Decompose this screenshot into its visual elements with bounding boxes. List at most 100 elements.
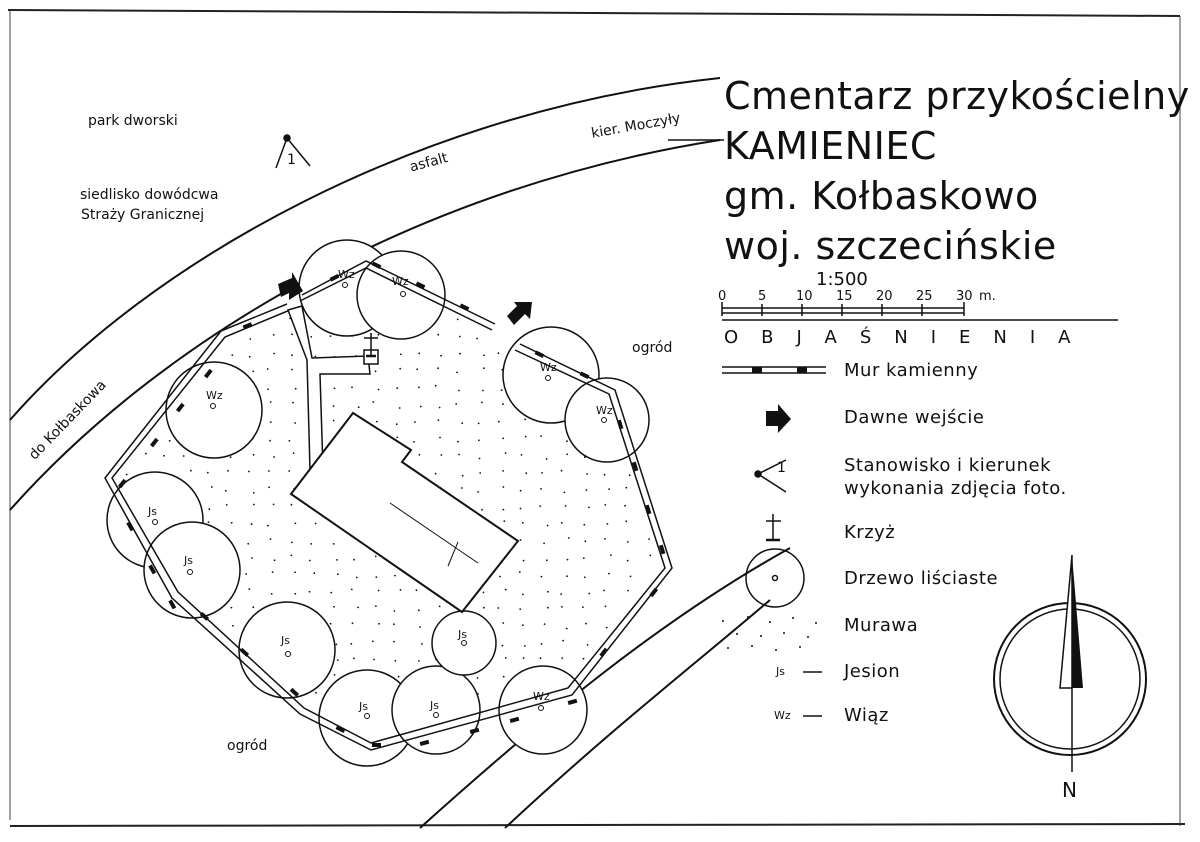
grass-dot (540, 488, 542, 490)
scale-ratio: 1:500 (816, 269, 868, 290)
grass-dot (603, 589, 605, 592)
grass-dot (626, 559, 629, 562)
grass-dot (249, 338, 252, 340)
tree-label: Wz (533, 690, 550, 703)
grass-dot (438, 605, 441, 608)
grass-dot (394, 659, 397, 662)
legend-wall: Mur kamienny (844, 360, 979, 381)
grass-dot (504, 657, 507, 659)
grass-dot (456, 318, 459, 321)
grass-dot (290, 541, 293, 544)
grass-dot (582, 557, 585, 559)
scale-tick-10: 10 (796, 289, 813, 304)
grass-dot (357, 606, 359, 609)
tree-label: Js (430, 699, 439, 712)
legend-cross: Krzyż (844, 522, 896, 543)
grass-dot (378, 622, 380, 625)
grass-dot (266, 524, 269, 527)
grass-dot (524, 418, 526, 421)
grass-dot (543, 623, 546, 625)
label-photo-station: 1 (287, 152, 296, 168)
grass-dot (541, 472, 543, 474)
tree-crown (391, 665, 481, 755)
grass-dot (335, 643, 338, 646)
grass-dot (461, 474, 464, 477)
grass-dot (482, 606, 485, 609)
label-ogrod-right: ogród (632, 340, 673, 356)
grass-dot (269, 421, 272, 423)
grass-dot (522, 593, 524, 596)
grass-dot (501, 644, 504, 647)
entrance-symbol-icon (766, 404, 791, 433)
grass-dot (269, 538, 272, 540)
scale-tick-20: 20 (876, 289, 893, 304)
grass-dot (583, 523, 586, 526)
grass-dot (230, 606, 233, 609)
grass-dot (440, 454, 443, 456)
grass-dot (294, 387, 297, 390)
grass-dot (210, 486, 213, 488)
grass-dot (584, 540, 587, 543)
grass-dot (418, 386, 420, 389)
wall-symbol-icon (722, 366, 826, 374)
title-line-1: Cmentarz przykościelny (724, 74, 1190, 118)
grass-dot (314, 522, 317, 525)
grass-dot (377, 333, 380, 336)
grass-dot (434, 384, 437, 387)
grass-dot (393, 640, 395, 643)
legend-grass: Murawa (844, 615, 919, 636)
grass-dot (561, 657, 564, 659)
grass-dot (421, 643, 423, 645)
grass-dot (269, 401, 272, 403)
grass-dot (751, 645, 753, 647)
grass-dot (206, 471, 209, 474)
grass-dot (329, 622, 332, 625)
grass-dot (504, 452, 507, 454)
grass-dot (545, 458, 548, 460)
grass-dot (375, 576, 378, 578)
scale-tick-15: 15 (836, 289, 853, 304)
grass-dot (560, 593, 563, 595)
grass-dot (540, 435, 542, 437)
legend-photo-line-2: wykonania zdjęcia foto. (844, 478, 1067, 499)
grass-dot (418, 352, 421, 355)
grass-dot (799, 646, 801, 648)
grass-dot (476, 677, 479, 679)
grass-dot (314, 355, 317, 358)
grass-dot (722, 620, 724, 622)
legend-wz: Wiąz (844, 705, 889, 726)
grass-dot (562, 639, 564, 642)
label-siedlisko-2: Straży Granicznej (81, 207, 205, 223)
grass-dot (350, 642, 353, 645)
grass-dot (769, 621, 771, 623)
grass-dot (497, 607, 500, 609)
grass-dot (588, 506, 590, 509)
tree-label: Wz (392, 275, 409, 288)
grass-dot (519, 507, 522, 510)
grass-dot (252, 503, 255, 506)
tree-label: Js (184, 554, 193, 567)
grass-dot (455, 403, 458, 405)
grass-dot (440, 354, 442, 357)
grass-dot (418, 453, 421, 456)
grass-dot (502, 403, 504, 406)
legend-photo-number: 1 (777, 460, 786, 476)
grass-dot (478, 457, 481, 460)
grass-dot (629, 575, 632, 578)
grass-dot (374, 555, 377, 558)
grass-dot (231, 354, 234, 356)
grass-dot (377, 589, 380, 592)
grass-dot (315, 691, 317, 694)
grass-dot (477, 422, 480, 425)
grass-dot (419, 405, 422, 408)
grass-dot (248, 470, 250, 473)
title-line-2: KAMIENIEC (724, 124, 937, 168)
grass-dot (418, 660, 420, 662)
grass-dot (308, 559, 311, 562)
grass-dot (267, 388, 269, 391)
grass-dot (393, 623, 395, 626)
grass-dot (610, 554, 612, 556)
scale-tick-25: 25 (916, 289, 933, 304)
grass-dot (604, 504, 607, 506)
